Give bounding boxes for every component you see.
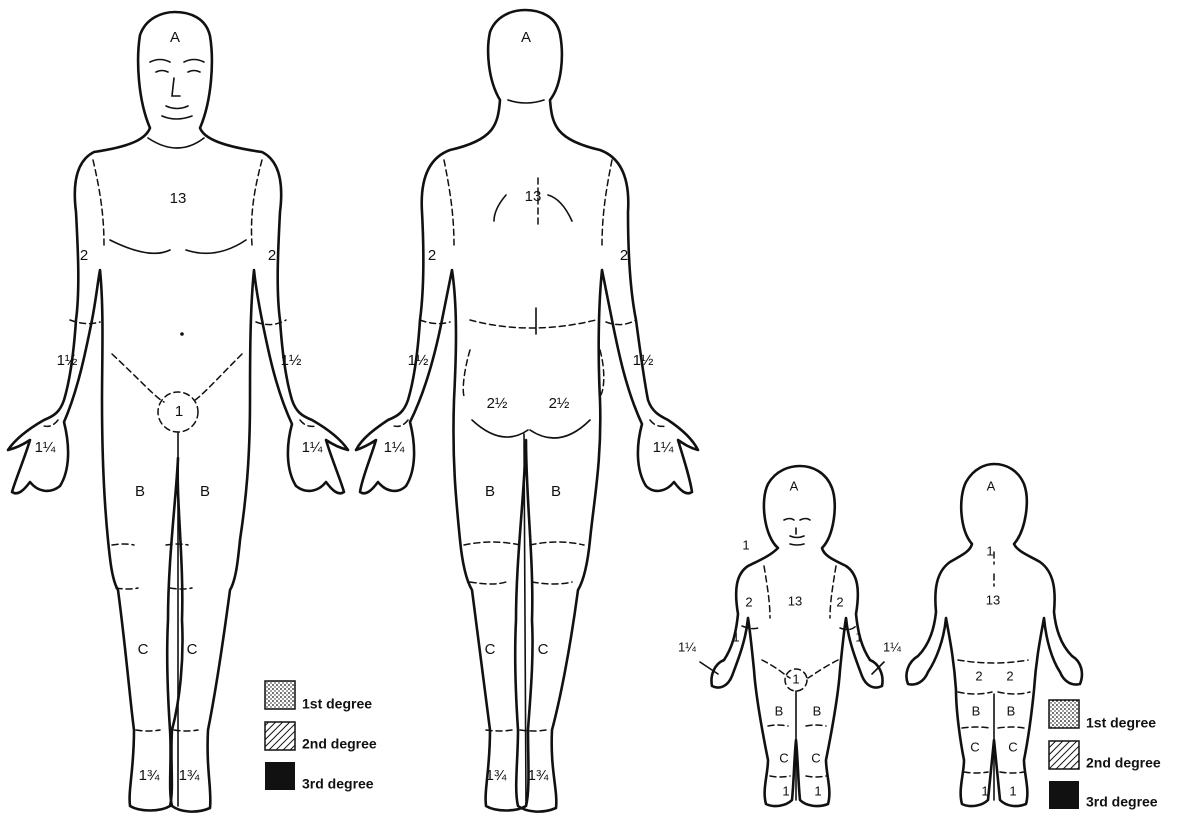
adult-back-hand-left-label: 1¼ <box>384 439 405 456</box>
child-front-foot-right-label: 1 <box>814 783 821 798</box>
adult-front-leg-right-label: C <box>187 641 198 658</box>
child-legend-second-degree-label: 2nd degree <box>1086 755 1161 771</box>
child-front-head-label: A <box>790 478 799 493</box>
adult-back-upper-arm-right-label: 2 <box>620 247 628 264</box>
child-front-hand-left-label: 1¼ <box>678 639 696 654</box>
child-back-leg-left-label: C <box>970 739 979 754</box>
child-front-hand-right-label: 1¼ <box>883 639 901 654</box>
adult-front-genitalia-label: 1 <box>175 403 183 420</box>
child-back-head-label: A <box>987 478 996 493</box>
adult-front-foot-right-label: 1¾ <box>179 767 200 784</box>
adult-legend: 1st degree 2nd degree 3rd degree <box>265 681 377 792</box>
adult-front-region-lines <box>44 160 316 731</box>
adult-front-foot-left-label: 1¾ <box>139 767 160 784</box>
legend-first-degree-swatch <box>265 681 295 709</box>
child-legend-first-degree-label: 1st degree <box>1086 715 1156 731</box>
child-front-genitalia-label: 1 <box>792 671 799 686</box>
child-face-features <box>784 519 810 546</box>
adult-front-upper-arm-left-label: 2 <box>80 247 88 264</box>
legend-second-degree-swatch <box>265 722 295 750</box>
child-front-figure: A 1 13 2 2 1 1 1¼ 1¼ 1 B B C C 1 1 <box>678 466 901 806</box>
adult-back-thigh-left-label: B <box>485 483 495 500</box>
child-front-foot-left-label: 1 <box>782 783 789 798</box>
child-front-forearm-left-label: 1 <box>732 629 739 644</box>
adult-front-upper-arm-right-label: 2 <box>268 247 276 264</box>
child-back-foot-right-label: 1 <box>1009 783 1016 798</box>
child-front-thigh-right-label: B <box>813 703 822 718</box>
adult-back-leg-right-label: C <box>538 641 549 658</box>
adult-back-forearm-right-label: 1½ <box>633 352 654 369</box>
child-front-thigh-left-label: B <box>775 703 784 718</box>
adult-front-leg-left-label: C <box>138 641 149 658</box>
legend-second-degree-label: 2nd degree <box>302 736 377 752</box>
adult-back-outline <box>356 10 698 812</box>
child-legend: 1st degree 2nd degree 3rd degree <box>1049 700 1161 810</box>
child-front-leg-left-label: C <box>779 750 788 765</box>
legend-third-degree-label: 3rd degree <box>302 776 374 792</box>
child-back-foot-left-label: 1 <box>981 783 988 798</box>
child-legend-third-degree-label: 3rd degree <box>1086 794 1158 810</box>
adult-front-forearm-right-label: 1½ <box>281 352 302 369</box>
adult-back-region-lines <box>394 160 666 731</box>
legend-third-degree-swatch <box>265 762 295 790</box>
child-back-thigh-right-label: B <box>1007 703 1016 718</box>
child-legend-first-degree-swatch <box>1049 700 1079 728</box>
child-front-leg-right-label: C <box>811 750 820 765</box>
child-back-thigh-left-label: B <box>972 703 981 718</box>
adult-back-buttock-left-label: 2½ <box>487 395 508 412</box>
child-back-trunk-label: 13 <box>986 592 1000 607</box>
adult-front-thigh-right-label: B <box>200 483 210 500</box>
child-back-buttock-right-label: 2 <box>1006 668 1013 683</box>
adult-back-buttock-right-label: 2½ <box>549 395 570 412</box>
adult-back-leg-divide <box>524 434 526 806</box>
child-legend-second-degree-swatch <box>1049 741 1079 769</box>
adult-back-foot-left-label: 1¾ <box>486 767 507 784</box>
child-back-leg-right-label: C <box>1008 739 1017 754</box>
adult-navel <box>180 332 184 336</box>
adult-front-hand-right-label: 1¼ <box>302 439 323 456</box>
adult-front-figure: A 13 2 2 1½ 1½ 1¼ 1¼ 1 B B C C 1¾ 1¾ <box>8 12 348 812</box>
adult-front-thigh-left-label: B <box>135 483 145 500</box>
adult-back-body-lines <box>472 100 590 438</box>
child-front-upper-arm-left-label: 2 <box>745 594 752 609</box>
child-front-upper-arm-right-label: 2 <box>836 594 843 609</box>
adult-back-figure: A 13 2 2 1½ 1½ 1¼ 1¼ 2½ 2½ B B C C 1¾ 1¾ <box>356 10 698 812</box>
child-back-neck-label: 1 <box>986 543 993 558</box>
adult-front-head-label: A <box>170 29 180 46</box>
adult-back-hand-right-label: 1¼ <box>653 439 674 456</box>
adult-back-trunk-label: 13 <box>525 188 542 205</box>
adult-front-hand-left-label: 1¼ <box>35 439 56 456</box>
adult-back-forearm-left-label: 1½ <box>408 352 429 369</box>
legend-first-degree-label: 1st degree <box>302 696 372 712</box>
adult-face-features <box>150 60 204 120</box>
adult-front-forearm-left-label: 1½ <box>57 352 78 369</box>
adult-back-head-label: A <box>521 29 531 46</box>
child-front-neck-label: 1 <box>742 537 749 552</box>
child-front-forearm-right-label: 1 <box>855 629 862 644</box>
adult-back-upper-arm-left-label: 2 <box>428 247 436 264</box>
child-legend-third-degree-swatch <box>1049 781 1079 809</box>
child-back-buttock-left-label: 2 <box>975 668 982 683</box>
adult-back-thigh-right-label: B <box>551 483 561 500</box>
adult-back-leg-left-label: C <box>485 641 496 658</box>
adult-back-foot-right-label: 1¾ <box>528 767 549 784</box>
child-front-trunk-label: 13 <box>788 593 802 608</box>
adult-front-trunk-label: 13 <box>170 190 187 207</box>
